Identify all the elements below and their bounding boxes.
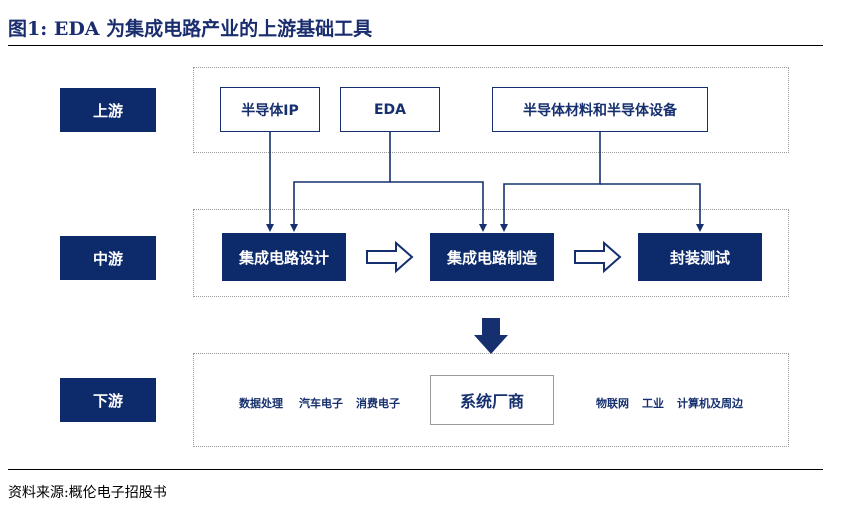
stage-midstream: 中游: [60, 236, 156, 280]
upstream-region: [193, 67, 789, 153]
connector-eda-to-manufacture: [390, 181, 487, 232]
downstream-app-iot: 物联网: [596, 397, 629, 410]
upstream-eda-box: EDA: [340, 87, 440, 132]
midstream-packaging-box: 封装测试: [638, 233, 762, 281]
downstream-app-auto: 汽车电子: [299, 397, 343, 410]
stage-upstream: 上游: [60, 88, 156, 132]
midstream-region: [193, 209, 789, 297]
connector-eda-to-design: [290, 132, 391, 232]
source-note: 资料来源:概伦电子招股书: [8, 485, 167, 501]
flow-arrow-manufacture-to-packaging: [574, 240, 622, 274]
downstream-app-computer: 计算机及周边: [677, 397, 743, 410]
top-rule: [8, 45, 823, 46]
downstream-app-data: 数据处理: [239, 397, 283, 410]
upstream-materials-box: 半导体材料和半导体设备: [492, 87, 708, 132]
downstream-app-consumer: 消费电子: [356, 397, 400, 410]
connector-materials-to-manufacture: [500, 132, 601, 232]
midstream-manufacture-box: 集成电路制造: [430, 233, 554, 281]
flow-arrow-design-to-manufacture: [366, 240, 414, 274]
connector-materials-to-packaging: [600, 183, 704, 232]
flow-arrow-to-downstream: [474, 318, 508, 354]
bottom-rule: [8, 469, 823, 470]
stage-downstream: 下游: [60, 378, 156, 422]
midstream-design-box: 集成电路设计: [222, 233, 346, 281]
downstream-system-box: 系统厂商: [430, 375, 554, 425]
downstream-app-industry: 工业: [642, 397, 664, 410]
upstream-ip-box: 半导体IP: [220, 87, 320, 132]
figure-title: 图1: EDA 为集成电路产业的上游基础工具: [8, 18, 373, 40]
